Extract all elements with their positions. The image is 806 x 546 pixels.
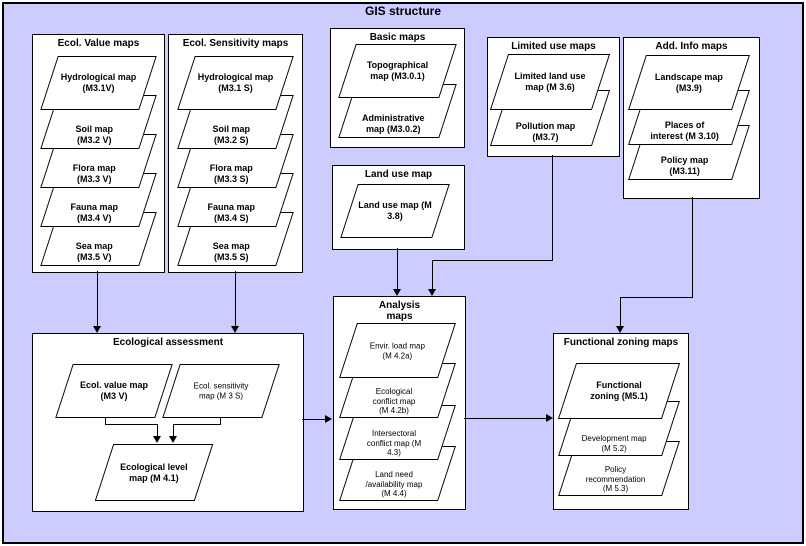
box-basic-maps: Basic maps Topographical map (M3.0.1) Ad… <box>330 28 465 148</box>
connector-ecol-value-to-assessment <box>97 271 98 326</box>
box-title-add-info: Add. Info maps <box>655 41 728 52</box>
map-sheet-hydrological-s: Hydrological map (M3.1 S) <box>177 56 294 110</box>
map-sheet-label: Intersectoral conflict map (M 4.3) <box>367 428 422 457</box>
map-sheet-ecol-sensitivity: Ecol. sensitivity map (M 3 S) <box>162 364 280 418</box>
connector-assessment-to-analysis <box>302 419 325 420</box>
connector-value-map-to-ecological-level <box>105 424 158 425</box>
connector-value-map-to-ecological-level <box>105 415 106 424</box>
connector-sensitivity-map-to-ecological-level <box>173 424 221 425</box>
connector-arrowhead <box>546 414 553 422</box>
box-ecological-assessment: Ecological assessment Ecol. value map (M… <box>32 333 304 512</box>
connector-arrowhead <box>616 326 624 333</box>
map-sheet-landscape: Landscape map (M3.9) <box>628 55 750 110</box>
map-sheet-label: Pollution map (M3.7) <box>515 121 576 142</box>
map-sheet-label: Sea map (M3.5 S) <box>212 241 250 262</box>
box-title-ecol-value: Ecol. Value maps <box>57 38 140 49</box>
connector-add-info-to-functional-zoning <box>620 297 693 298</box>
connector-arrowhead <box>428 289 436 296</box>
map-sheet-topographical: Topographical map (M3.0.1) <box>338 44 457 98</box>
box-title-analysis: Analysis maps <box>378 300 421 322</box>
connector-sensitivity-map-to-ecological-level <box>220 415 221 424</box>
map-sheet-label: Flora map (M3.3 S) <box>209 163 253 184</box>
box-title-limited-use: Limited use maps <box>511 41 596 52</box>
map-sheet-label: Functional zoning (M5.1) <box>590 380 648 401</box>
connector-limited-use-to-analysis <box>552 155 553 260</box>
box-title-basic: Basic maps <box>369 32 426 43</box>
map-sheet-label: Soil map (M3.2 S) <box>212 124 251 145</box>
map-sheet-ecol-value: Ecol. value map (M3 V) <box>55 364 173 418</box>
box-title-functional-zoning: Functional zoning maps <box>563 337 679 348</box>
map-sheet-label: Fauna map (M3.4 S) <box>207 202 256 223</box>
connector-limited-use-to-analysis <box>432 260 433 289</box>
connector-value-map-to-ecological-level <box>157 424 158 436</box>
map-sheet-ecological-level: Ecological level map (M 4.1) <box>94 444 214 501</box>
map-sheet-label: Envir. load map (M 4.2a) <box>369 341 426 360</box>
map-sheet-label: Policy map (M3.11) <box>660 155 709 176</box>
map-sheet-label: Hydrological map (M3.1 S) <box>197 72 274 93</box>
map-sheet-label: Soil map (M3.2 V) <box>75 124 114 145</box>
box-add-info-maps: Add. Info maps Landscape map (M3.9) Plac… <box>623 37 760 199</box>
connector-arrowhead <box>169 436 177 443</box>
map-sheet-label: Topographical map (M3.0.1) <box>366 60 429 81</box>
box-limited-use-maps: Limited use maps Limited land use map (M… <box>487 37 620 157</box>
connector-ecol-sensitivity-to-assessment <box>235 271 236 326</box>
map-sheet-label: Land need /availability map (M 4.4) <box>365 469 423 498</box>
connector-arrowhead <box>153 436 161 443</box>
box-ecol-value-maps: Ecol. Value maps Hydrological map (M3.1V… <box>32 34 165 273</box>
connector-arrowhead <box>93 326 101 333</box>
map-sheet-hydrological-v: Hydrological map (M3.1V) <box>40 56 157 110</box>
map-sheet-label: Landscape map (M3.9) <box>654 71 724 93</box>
box-title-ecological-assessment: Ecological assessment <box>112 337 224 348</box>
map-sheet-label: Flora map (M3.3 V) <box>72 163 116 184</box>
map-sheet-label: Land use map (M 3.8) <box>358 200 432 221</box>
map-sheet-label: Places of interest (M 3.10) <box>650 120 719 141</box>
map-sheet-label: Limited land use map (M 3.6) <box>514 71 586 92</box>
box-analysis-maps: Analysis maps Envir. load map (M 4.2a) E… <box>333 296 466 510</box>
connector-add-info-to-functional-zoning <box>620 297 621 326</box>
connector-limited-use-to-analysis <box>432 260 553 261</box>
connector-land-use-to-analysis <box>397 248 398 289</box>
map-sheet-functional-zoning: Functional zoning (M5.1) <box>557 363 681 419</box>
connector-add-info-to-functional-zoning <box>692 197 693 297</box>
map-sheet-label: Fauna map (M3.4 V) <box>70 202 119 223</box>
map-sheet-label: Development map (M 5.2) <box>581 434 647 453</box>
map-sheet-label: Ecological conflict map (M 4.2b) <box>372 386 416 415</box>
connector-arrowhead <box>231 326 239 333</box>
map-sheet-label: Ecological level map (M 4.1) <box>120 461 188 483</box>
map-sheet-label: Ecol. sensitivity map (M 3 S) <box>193 381 249 401</box>
box-land-use-map: Land use map Land use map (M 3.8) <box>332 165 465 250</box>
box-ecol-sensitivity-maps: Ecol. Sensitivity maps Hydrological map … <box>168 34 303 273</box>
map-sheet-label: Hydrological map (M3.1V) <box>60 72 137 93</box>
map-sheet-land-use: Land use map (M 3.8) <box>340 184 450 238</box>
connector-arrowhead <box>325 415 332 423</box>
diagram-title: GIS structure <box>364 4 442 18</box>
map-sheet-label: Policy recommendation (M 5.3) <box>585 464 646 493</box>
connector-arrowhead <box>393 289 401 296</box>
map-sheet-envir-load: Envir. load map (M 4.2a) <box>339 323 456 378</box>
connector-sensitivity-map-to-ecological-level <box>173 424 174 436</box>
map-sheet-label: Administrative map (M3.0.2) <box>362 113 425 134</box>
connector-analysis-to-functional-zoning <box>464 418 546 419</box>
box-functional-zoning-maps: Functional zoning maps Functional zoning… <box>553 333 689 510</box>
box-title-ecol-sensitivity: Ecol. Sensitivity maps <box>182 38 289 49</box>
box-title-land-use: Land use map <box>364 169 433 180</box>
map-sheet-label: Sea map (M3.5 V) <box>75 241 113 262</box>
map-sheet-limited-land-use: Limited land use map (M 3.6) <box>489 54 611 110</box>
